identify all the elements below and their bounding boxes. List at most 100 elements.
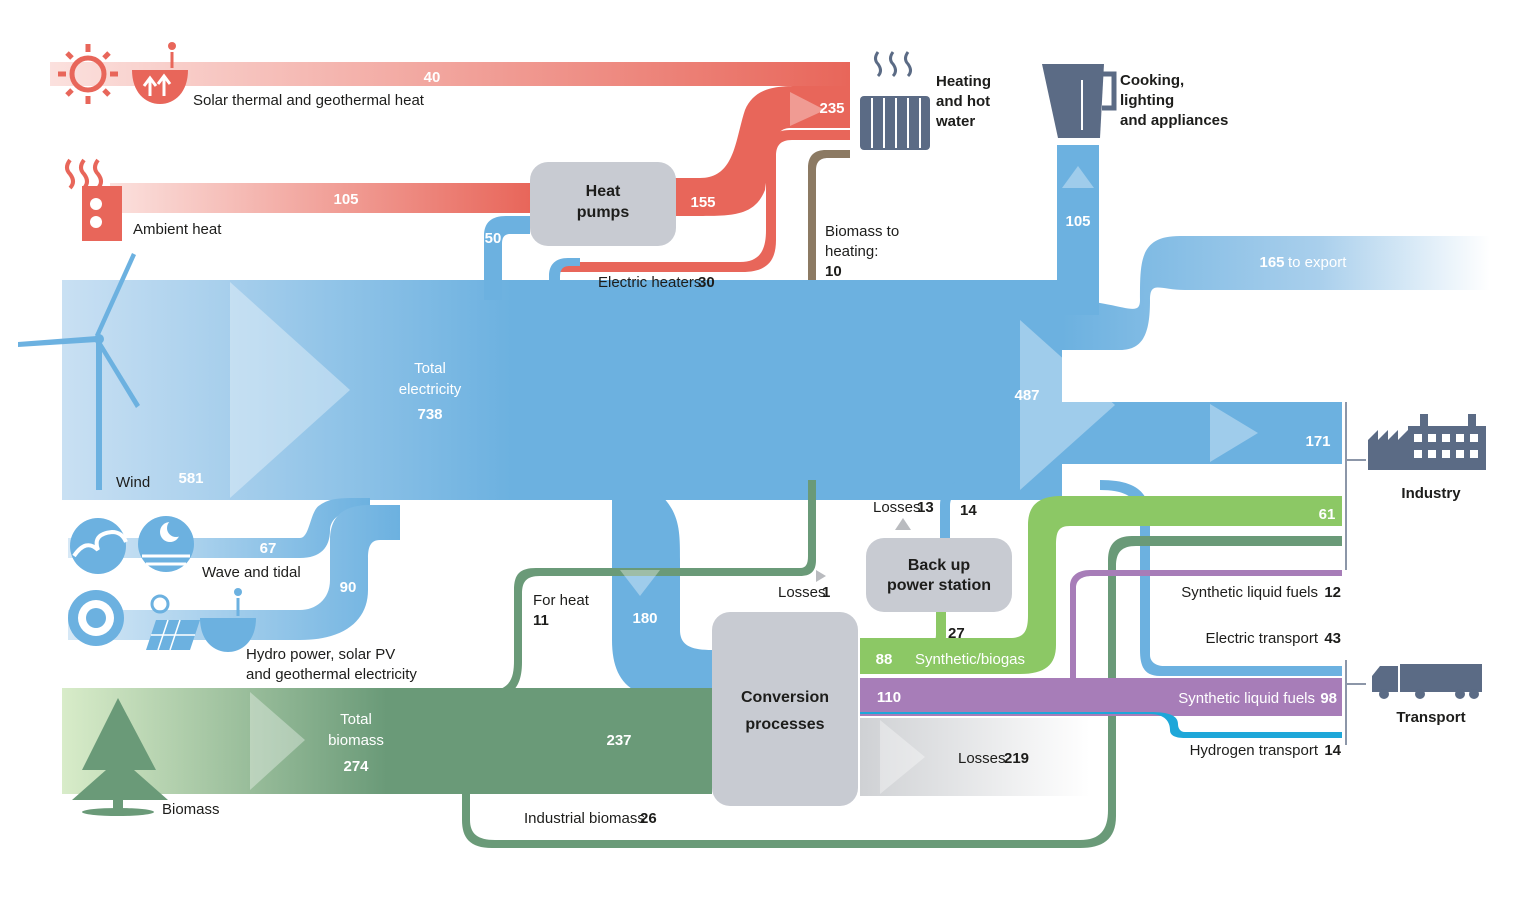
solar-thermal-value: 40 [424,69,441,86]
biomass-heating-value: 10 [825,263,842,280]
wind-value: 581 [178,470,203,487]
industry-gas-value: 61 [1319,506,1336,523]
backup-label-2: power station [887,577,991,594]
hydro-flow [68,505,400,640]
losses-13-arrow-icon [895,518,911,530]
total-biomass-label-1: Total [340,711,372,728]
wave-icon [70,518,128,574]
heating-label-1: Heating [936,73,991,90]
biomass-flow [62,688,712,794]
electric-heaters-label: Electric heaters [598,274,701,291]
synthetic-liquid-industry-value: 12 [1324,584,1341,601]
cooking-label-2: lighting [1120,92,1174,109]
elec-main-value: 487 [1014,387,1039,404]
wave-tidal-label: Wave and tidal [202,564,301,581]
for-heat-value: 11 [533,612,549,629]
to-conversion-value: 180 [632,610,657,627]
jug-icon [1042,64,1117,138]
hydro-label-1: Hydro power, solar PV [246,646,395,663]
electric-heaters-value: 30 [698,274,715,291]
backup-out-value: 14 [960,502,977,519]
flow-arrows [230,92,1258,794]
losses-219-label: Losses [958,750,1006,767]
backup-to-elec-flow [940,480,985,540]
factory-icon [1368,414,1486,470]
synthetic-biogas-label: Synthetic/biogas [915,651,1025,668]
industry-arrow [1210,404,1258,462]
cooking-flow [1057,145,1099,315]
synthetic-biogas-value: 88 [876,651,893,668]
hydrogen-flow [860,712,1342,738]
biomass-label: Biomass [162,801,220,818]
backup-power-station-box [866,538,1012,612]
biomass-heating-label-2: heating: [825,243,878,260]
synthetic-liquid-flow [860,678,1342,716]
biomass-flows [62,480,1342,848]
cooking-label-1: Cooking, [1120,72,1184,89]
industry-elec-value: 171 [1305,433,1330,450]
truck-icon [1372,664,1482,699]
total-biomass-value: 274 [343,758,369,775]
dark-flow-labels: Electric heaters 30 Biomass to heating: … [524,223,1342,827]
electricity-flows [62,145,1490,698]
hydro-turbine-icon [68,590,124,646]
losses-1-arrow-icon [816,570,826,582]
wind-arrow [230,282,350,498]
export-flow [1062,236,1490,350]
ambient-heat-flow [110,183,530,213]
synthetic-liquid-transport-value: 98 [1320,690,1337,707]
flow-values: 40 105 235 155 50 105 165 to export Tota… [178,69,1347,775]
heat-flows [50,62,850,306]
heat-pumps-label-1: Heat [586,183,621,200]
heating-label-3: water [935,113,975,130]
total-electricity-label-1: Total [414,360,446,377]
solar-pv-icon [146,594,200,651]
for-heat-label: For heat [533,592,590,609]
cooking-label-3: and appliances [1120,112,1228,129]
heating-text: Heating and hot water [935,73,991,130]
elec-to-heatpump-flow [484,216,530,300]
conversion-label-1: Conversion [741,689,829,706]
solar-thermal-label: Solar thermal and geothermal heat [193,92,425,109]
industrial-biomass-label: Industrial biomass [524,810,645,827]
heat-pumps-elec-value: 50 [485,230,502,247]
wind-turbine-icon [18,253,140,490]
hydro-value: 90 [340,579,357,596]
geothermal-icon [132,42,188,104]
source-labels: Solar thermal and geothermal heat Ambien… [116,92,425,818]
cooking-value: 105 [1065,213,1090,230]
total-electricity-value: 738 [417,406,442,423]
export-label: to export [1288,254,1347,271]
backup-input-flow [860,612,946,660]
sun-icon [58,44,118,104]
box-labels: Back up power station Conversion process… [741,557,991,733]
wave-tidal-value: 67 [260,540,277,557]
losses-219-flow [860,718,1090,796]
synthetic-liquid-value: 110 [877,689,901,706]
radiator-icon [860,51,930,150]
conversion-label-2: processes [745,716,824,733]
cooking-text: Cooking, lighting and appliances [1120,72,1228,129]
geothermal-electricity-icon [200,588,256,652]
losses-13-value: 13 [917,499,934,516]
backup-label-1: Back up [908,557,970,574]
total-electricity-label-2: electricity [399,381,462,398]
industry-label: Industry [1401,485,1461,502]
backup-in-value: 27 [948,625,965,642]
heat-pump-to-heating-flow [675,86,850,216]
hydro-label-2: and geothermal electricity [246,666,417,683]
biomass-heating-label-1: Biomass to [825,223,899,240]
main-arrow [1020,320,1115,490]
hydrogen-transport-value: 14 [1324,742,1341,759]
heat-pumps-out-value: 155 [690,194,715,211]
biomass-conversion-value: 237 [606,732,631,749]
heating-label-2: and hot [936,93,990,110]
biomass-arrow [250,692,305,790]
heat-pumps-box [530,162,676,246]
losses-219-value: 219 [1004,750,1029,767]
elec-to-conversion-flow [612,490,712,698]
heat-pumps-text: Heat pumps [577,183,630,221]
cooking-arrow [1062,166,1094,188]
total-biomass-label-2: biomass [328,732,384,749]
